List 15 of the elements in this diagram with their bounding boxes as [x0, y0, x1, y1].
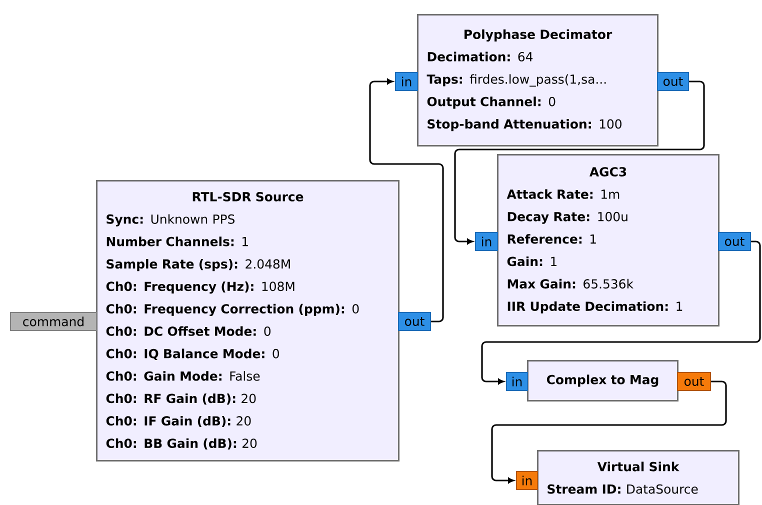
port-tab: in — [395, 72, 418, 91]
connector-arrow — [481, 240, 761, 384]
block-box: Polyphase Decimator Decimation: 64 Taps: firdes.low_pass(1,sa... Output Channel: 0 Stop-band Attenuation: 100 — [417, 14, 658, 146]
port-tab: out — [657, 72, 689, 91]
block-box: AGC3 Attack Rate: 1m Decay Rate: 100u Reference: 1 Gain: 1 Max Gain: 65.536k IIR Update Decimation: 1 — [497, 154, 720, 326]
port-tab: out — [718, 232, 751, 251]
block-box: RTL-SDR Source Sync: Unknown PPS Number Channels: 1 Sample Rate (sps): 2.048M Ch0: Frequency (Hz): 108M Ch0: Frequency Correction (ppm): 0 Ch0: DC Offset Mode: 0 Ch0: IQ Balance Mode: 0 Ch0: Gain Mode: False Ch0: RF Gain (dB): 20 Ch0: IF Gain (dB): 20 Ch0: BB Gain (dB): 20 — [96, 180, 400, 462]
port-tab: in — [516, 471, 538, 490]
port-tab: in — [475, 232, 498, 251]
block-box: Complex to Mag — [527, 360, 678, 402]
block-box: Virtual Sink Stream ID: DataSource — [537, 450, 740, 505]
message-port: command — [10, 312, 97, 331]
port-tab: out — [677, 372, 711, 391]
port-tab: out — [398, 312, 431, 331]
port-tab: in — [506, 372, 528, 391]
